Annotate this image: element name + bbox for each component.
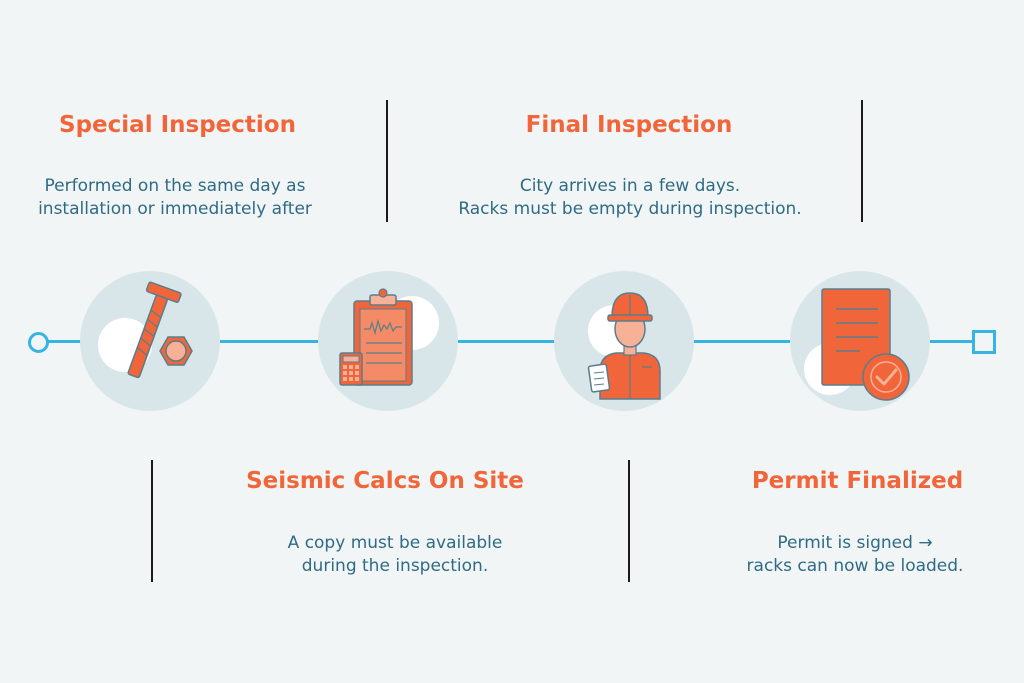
step-3-icon-circle [554,271,694,411]
step-2-title: Seismic Calcs On Site [246,468,524,494]
step-1-icon-circle [80,271,220,411]
step-3-description: City arrives in a few days. Racks must b… [410,175,850,221]
step-4-icon-circle [790,271,930,411]
step-4-desc-line-2: racks can now be loaded. [746,556,964,576]
timeline-segment [928,340,972,343]
step-4-desc-line-1: Permit is signed → [777,533,933,553]
anchor-bolt-nut-icon [98,281,193,379]
separator-top-2 [861,100,863,222]
step-1-desc-line-1: Performed on the same day as [44,176,306,196]
separator-bottom-1 [151,460,153,582]
step-3-title: Final Inspection [525,112,733,138]
step-1-description: Performed on the same day as installatio… [0,175,350,221]
timeline-segment [220,340,320,343]
step-2-icon-circle [318,271,458,411]
step-1-title: Special Inspection [59,112,296,138]
step-1-desc-line-2: installation or immediately after [38,199,312,219]
timeline-segment [692,340,792,343]
step-3-desc-line-1: City arrives in a few days. [519,176,741,196]
signed-document-check-icon [804,288,910,401]
timeline-end-marker [972,330,996,354]
step-4-description: Permit is signed → racks can now be load… [705,532,1005,578]
clipboard-calculator-icon [339,288,439,386]
step-2-desc-line-2: during the inspection. [301,556,489,576]
timeline-segment [456,340,556,343]
step-2-description: A copy must be available during the insp… [240,532,550,578]
timeline-start-marker [28,332,49,353]
step-2-desc-line-1: A copy must be available [287,533,503,553]
timeline-segment [46,340,82,343]
separator-top-1 [386,100,388,222]
inspector-worker-icon [587,292,661,400]
separator-bottom-2 [628,460,630,582]
step-3-desc-line-2: Racks must be empty during inspection. [458,199,802,219]
step-4-title: Permit Finalized [751,468,964,494]
